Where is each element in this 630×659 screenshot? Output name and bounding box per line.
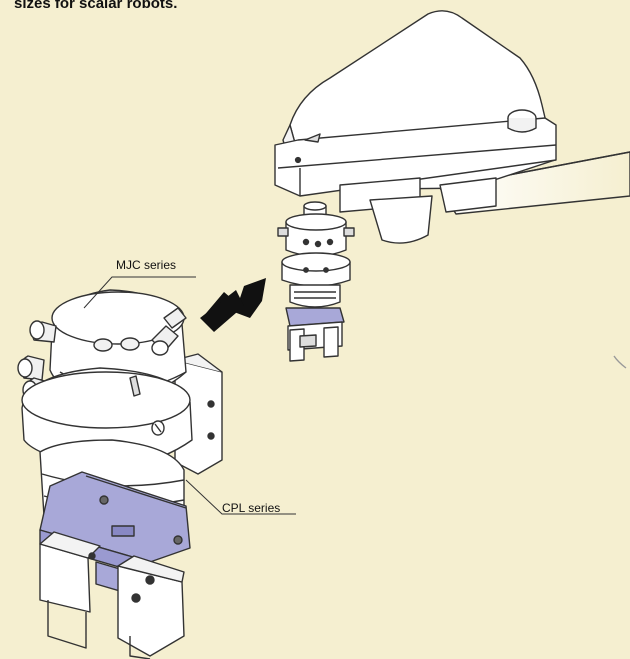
cpl-leader — [185, 479, 296, 515]
robot-head — [274, 10, 557, 197]
mjc-series-label: MJC series — [116, 258, 177, 272]
callout-leaders — [83, 276, 296, 515]
mjc-leader — [83, 276, 196, 309]
edge-mark — [613, 355, 627, 369]
cpl-series-label: CPL series — [222, 501, 281, 515]
direction-arrow — [200, 278, 266, 332]
scara-robot — [274, 10, 630, 362]
robot-lower-body — [339, 177, 497, 244]
tool-assembly — [17, 289, 223, 659]
caption-text: sizes for scalar robots. — [14, 0, 178, 12]
flange-ring — [21, 367, 193, 468]
robot-spindle — [277, 201, 355, 308]
gripper-jaws — [39, 531, 185, 659]
robot-gripper — [285, 307, 345, 362]
